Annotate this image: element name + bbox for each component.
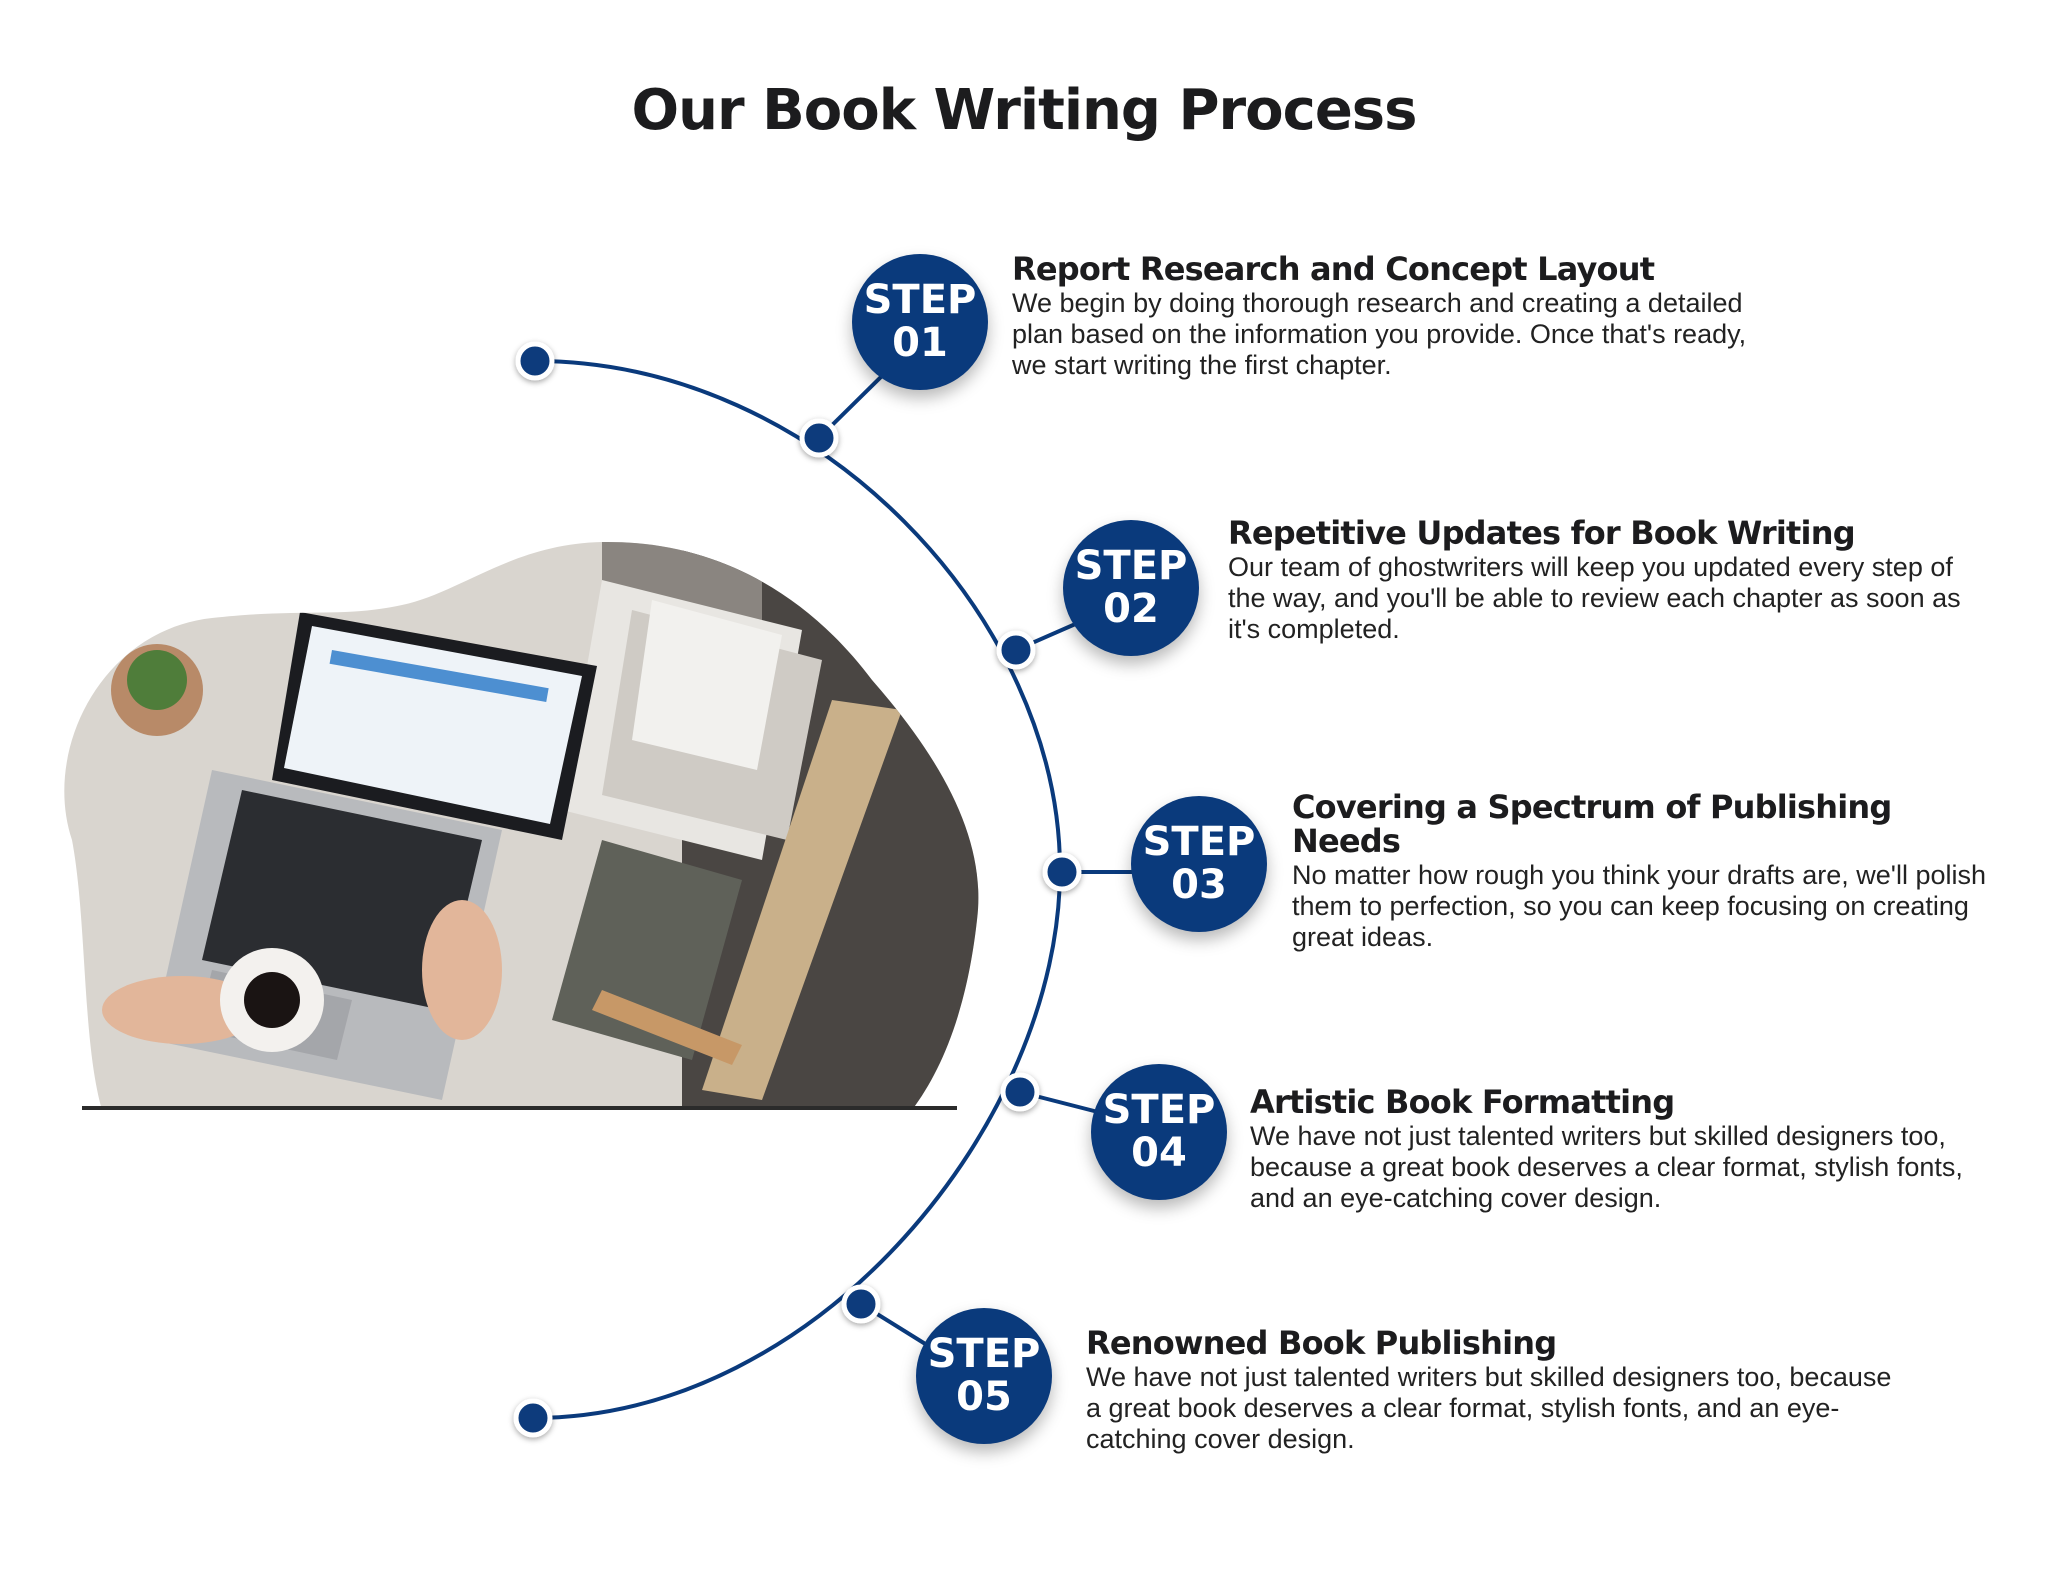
step-number: 05 [956, 1374, 1012, 1420]
page-title: Our Book Writing Process [631, 78, 1418, 143]
arc-end-dot [513, 1398, 553, 1438]
arc-step-dot [996, 630, 1036, 670]
step-label: STEP [1074, 543, 1188, 589]
step-description: We have not just talented writers but sk… [1086, 1362, 1892, 1454]
arc-step-dot [1000, 1072, 1040, 1112]
arc-step-dot [799, 418, 839, 458]
step-number: 01 [892, 320, 948, 366]
step-description: No matter how rough you think your draft… [1292, 860, 1986, 952]
arc-step-dot [1042, 852, 1082, 892]
step-05-badge: STEP 05 [916, 1308, 1052, 1444]
step-04-badge: STEP 04 [1091, 1064, 1227, 1200]
step-title: Report Research and Concept Layout [1012, 250, 1655, 288]
step-title: Renowned Book Publishing [1086, 1324, 1557, 1362]
step-01-text: Report Research and Concept Layout We be… [1012, 252, 1772, 381]
step-title: Repetitive Updates for Book Writing [1228, 514, 1856, 552]
step-number: 02 [1103, 586, 1159, 632]
step-04-text: Artistic Book Formatting We have not jus… [1250, 1085, 1980, 1214]
step-description: We begin by doing thorough research and … [1012, 288, 1747, 380]
step-label: STEP [1142, 819, 1256, 865]
step-02-text: Repetitive Updates for Book Writing Our … [1228, 516, 1968, 645]
step-03-text: Covering a Spectrum of Publishing Needs … [1292, 790, 1992, 953]
step-number: 04 [1131, 1130, 1187, 1176]
step-02-badge: STEP 02 [1063, 520, 1199, 656]
arc-end-dot [515, 341, 555, 381]
step-description: We have not just talented writers but sk… [1250, 1121, 1963, 1213]
step-number: 03 [1171, 862, 1227, 908]
step-description: Our team of ghostwriters will keep you u… [1228, 552, 1961, 644]
desk-photo [64, 541, 979, 1110]
arc-step-dot [841, 1284, 881, 1324]
step-03-badge: STEP 03 [1131, 796, 1267, 932]
step-label: STEP [927, 1331, 1041, 1377]
step-title: Covering a Spectrum of Publishing Needs [1292, 788, 1892, 860]
step-label: STEP [863, 277, 977, 323]
step-05-text: Renowned Book Publishing We have not jus… [1086, 1326, 1906, 1455]
step-title: Artistic Book Formatting [1250, 1083, 1675, 1121]
step-label: STEP [1102, 1087, 1216, 1133]
step-01-badge: STEP 01 [852, 254, 988, 390]
